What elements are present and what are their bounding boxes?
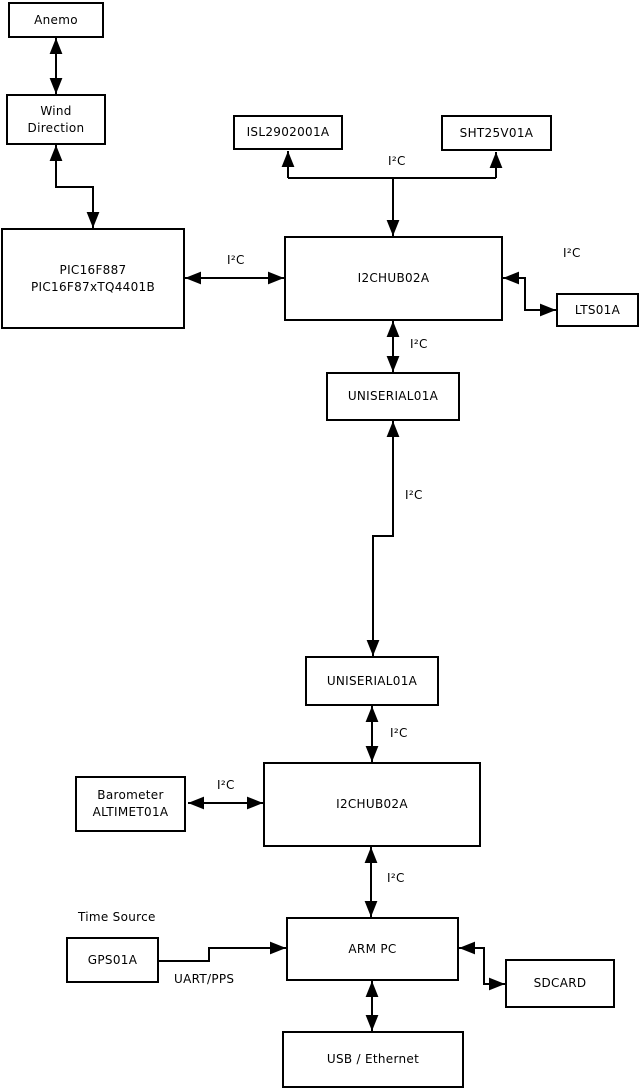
node-barometer-label-line1: Barometer <box>97 788 164 803</box>
node-uniserial-2: UNISERIAL01A <box>305 656 439 706</box>
node-wind-direction-label-line2: Direction <box>27 120 85 135</box>
node-anemometer: Anemo <box>8 2 104 38</box>
node-lts-label: LTS01A <box>574 302 621 317</box>
node-i2c-hub-2-label: I2CHUB02A <box>336 797 408 812</box>
node-anemometer-label: Anemo <box>34 12 78 27</box>
node-usb-ethernet-label: USB / Ethernet <box>326 1052 420 1067</box>
i2c-label-uniserial2-hub2: I²C <box>390 726 408 740</box>
i2c-label-hub2-armpc: I²C <box>387 871 405 885</box>
node-gps-label: GPS01A <box>87 952 138 967</box>
uart-pps-edge-label: UART/PPS <box>174 972 235 986</box>
node-pic-label-line1: PIC16F887 <box>59 262 127 277</box>
node-i2c-hub-1-label: I2CHUB02A <box>357 271 430 286</box>
time-source-label: Time Source <box>78 910 156 924</box>
edge-hub1-lts <box>503 271 556 317</box>
node-wind-direction: Wind Direction <box>6 94 106 145</box>
i2c-label-hub1-uniserial1: I²C <box>410 337 428 351</box>
node-sdcard-label: SDCARD <box>533 976 587 991</box>
node-wind-direction-label-line1: Wind <box>40 103 72 118</box>
i2c-label-sensor-branch: I²C <box>388 154 406 168</box>
edge-armpc-sdcard <box>459 941 505 991</box>
node-sht-humidity-sensor: SHT25V01A <box>441 115 552 151</box>
node-gps: GPS01A <box>66 937 159 983</box>
i2c-label-uniserial-link: I²C <box>405 488 423 502</box>
node-uniserial-1-label: UNISERIAL01A <box>347 389 439 404</box>
node-uniserial-2-label: UNISERIAL01A <box>326 673 418 688</box>
i2c-label-hub1-lts: I²C <box>563 246 581 260</box>
edge-winddirection-pic <box>49 145 100 228</box>
node-i2c-hub-1: I2CHUB02A <box>284 236 503 321</box>
node-sdcard: SDCARD <box>505 959 615 1008</box>
node-barometer-altimeter: Barometer ALTIMET01A <box>75 776 186 832</box>
node-pic-microcontroller: PIC16F887 PIC16F87xTQ4401B <box>1 228 185 329</box>
node-barometer-label-line2: ALTIMET01A <box>92 805 169 819</box>
node-pic-label-line2: PIC16F87xTQ4401B <box>30 279 156 294</box>
node-arm-pc-label: ARM PC <box>348 941 397 956</box>
i2c-label-pic-hub1: I²C <box>227 253 245 267</box>
node-uniserial-1: UNISERIAL01A <box>326 372 460 421</box>
edge-uniserial1-uniserial2 <box>366 421 400 656</box>
edge-gps-armpc <box>159 941 286 962</box>
node-sht-label: SHT25V01A <box>459 125 534 140</box>
node-i2c-hub-2: I2CHUB02A <box>263 762 481 847</box>
node-lts-temperature-sensor: LTS01A <box>556 293 639 327</box>
node-isl-light-sensor: ISL2902001A <box>233 115 343 150</box>
node-usb-ethernet: USB / Ethernet <box>282 1031 464 1088</box>
node-isl-label: ISL2902001A <box>246 125 330 140</box>
i2c-label-barometer-hub2: I²C <box>217 778 235 792</box>
node-arm-pc: ARM PC <box>286 917 459 981</box>
